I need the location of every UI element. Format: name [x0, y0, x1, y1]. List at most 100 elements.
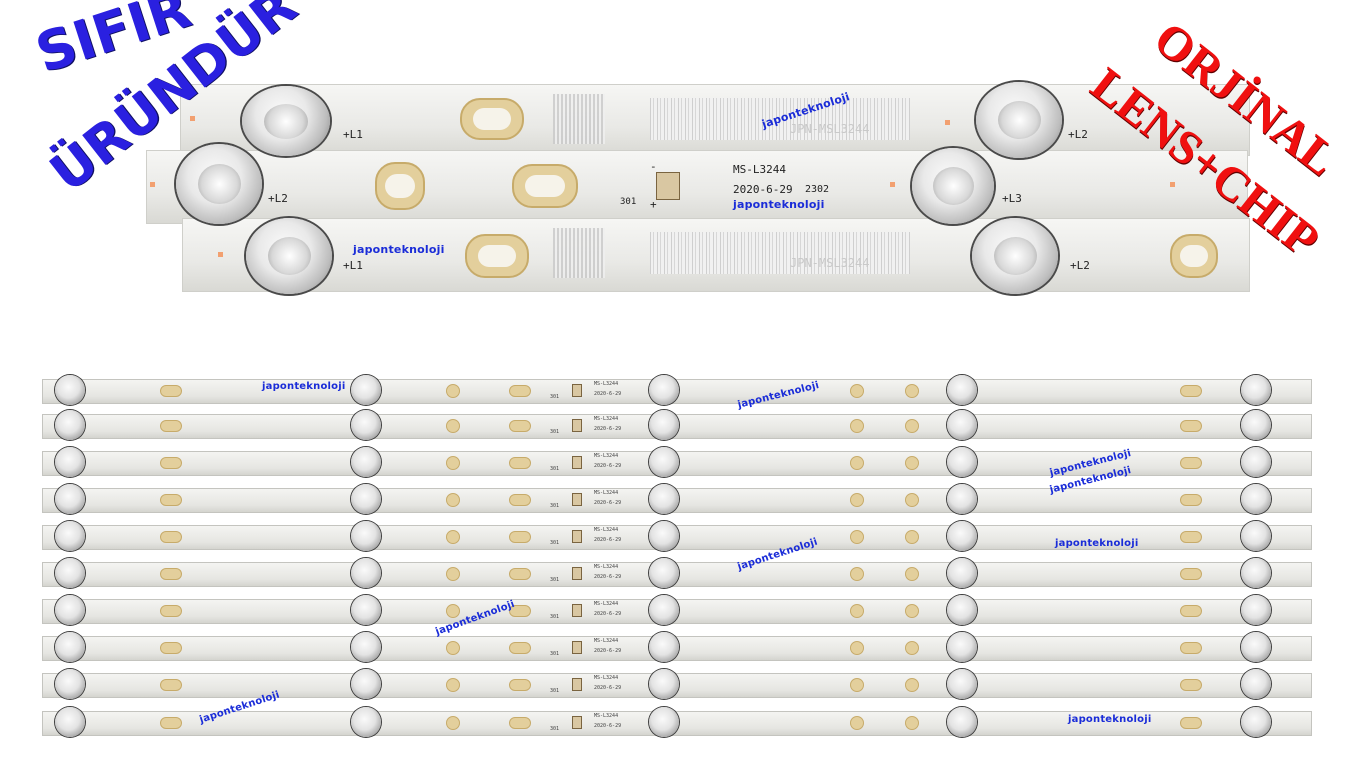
- ref-label: 301: [550, 577, 560, 583]
- mount-hole: [512, 164, 578, 208]
- model-label: MS-L3244: [594, 416, 619, 422]
- model-label: MS-L3244: [733, 163, 786, 176]
- part-number-label: JPN-MSL3244: [790, 122, 870, 136]
- mount-slot: [1180, 531, 1202, 543]
- lens: [649, 447, 679, 477]
- mount-hole: [905, 384, 919, 398]
- led-label: +L3: [1002, 192, 1022, 205]
- mount-slot: [160, 568, 182, 580]
- mount-hole: [905, 419, 919, 433]
- mount-hole: [905, 493, 919, 507]
- connector: [572, 456, 582, 469]
- marker-dot: [890, 182, 895, 187]
- mount-slot: [509, 605, 531, 617]
- model-label: MS-L3244: [594, 527, 619, 533]
- lens: [947, 484, 977, 514]
- mount-hole: [460, 98, 524, 140]
- lens: [947, 375, 977, 405]
- closeup-strip-middle: [146, 150, 1248, 224]
- connector: [572, 567, 582, 580]
- lens: [351, 484, 381, 514]
- lens: [1241, 558, 1271, 588]
- mount-hole: [850, 641, 864, 655]
- lens: [55, 521, 85, 551]
- date-label: 2020-6-29: [594, 648, 622, 654]
- lens: [947, 632, 977, 662]
- date-label: 2020-6-29: [594, 574, 622, 580]
- mount-slot: [509, 568, 531, 580]
- qr-code-bottom: [553, 228, 605, 278]
- watermark: japonteknoloji: [353, 243, 445, 256]
- date-label: 2020-6-29: [594, 463, 622, 469]
- mount-slot: [509, 494, 531, 506]
- connector: [572, 716, 582, 729]
- mount-hole: [446, 384, 460, 398]
- lens: [1241, 410, 1271, 440]
- mount-hole: [905, 567, 919, 581]
- lens: [1241, 595, 1271, 625]
- mount-hole: [850, 604, 864, 618]
- watermark: japonteknoloji: [733, 198, 825, 211]
- mount-slot: [1180, 605, 1202, 617]
- connector: [572, 530, 582, 543]
- mount-slot: [1180, 494, 1202, 506]
- lens: [55, 447, 85, 477]
- date-label: 2020-6-29: [594, 426, 622, 432]
- model-label: MS-L3244: [594, 638, 619, 644]
- lens: [1241, 375, 1271, 405]
- mount-hole: [905, 716, 919, 730]
- connector: [572, 384, 582, 397]
- mount-hole: [446, 419, 460, 433]
- date-label: 2020-6-29: [594, 685, 622, 691]
- lens: [649, 707, 679, 737]
- batch-label: 2302: [805, 184, 830, 195]
- lens: [176, 144, 262, 224]
- ref-label: 301: [550, 540, 560, 546]
- mount-slot: [160, 420, 182, 432]
- lens: [351, 410, 381, 440]
- connector: [572, 678, 582, 691]
- mount-slot: [160, 385, 182, 397]
- lens: [55, 669, 85, 699]
- connector-ref-label: 301: [620, 197, 637, 207]
- mount-hole: [375, 162, 425, 210]
- mount-slot: [509, 717, 531, 729]
- mount-slot: [509, 642, 531, 654]
- watermark: japonteknoloji: [262, 381, 346, 392]
- model-label: MS-L3244: [594, 601, 619, 607]
- lens: [1241, 669, 1271, 699]
- model-label: MS-L3244: [594, 381, 619, 387]
- lens: [649, 521, 679, 551]
- mount-slot: [160, 531, 182, 543]
- lens: [55, 558, 85, 588]
- mount-hole: [905, 641, 919, 655]
- model-label: MS-L3244: [594, 453, 619, 459]
- mount-hole: [446, 493, 460, 507]
- lens: [947, 447, 977, 477]
- led-label: +L2: [1070, 259, 1090, 272]
- mount-slot: [1180, 717, 1202, 729]
- mount-slot: [1180, 385, 1202, 397]
- mount-hole: [446, 716, 460, 730]
- mount-slot: [509, 385, 531, 397]
- mount-hole: [850, 678, 864, 692]
- mount-hole: [446, 530, 460, 544]
- mount-slot: [509, 420, 531, 432]
- lens: [947, 558, 977, 588]
- mount-slot: [160, 642, 182, 654]
- lens: [649, 558, 679, 588]
- barcode-top: [650, 98, 910, 140]
- mount-slot: [160, 457, 182, 469]
- lens: [649, 410, 679, 440]
- lens: [351, 632, 381, 662]
- lens: [649, 595, 679, 625]
- mount-slot: [1180, 457, 1202, 469]
- mount-slot: [1180, 642, 1202, 654]
- ref-label: 301: [550, 466, 560, 472]
- lens: [351, 558, 381, 588]
- lens: [1241, 707, 1271, 737]
- model-label: MS-L3244: [594, 713, 619, 719]
- mount-hole: [850, 493, 864, 507]
- lens: [55, 484, 85, 514]
- marker-dot: [1170, 182, 1175, 187]
